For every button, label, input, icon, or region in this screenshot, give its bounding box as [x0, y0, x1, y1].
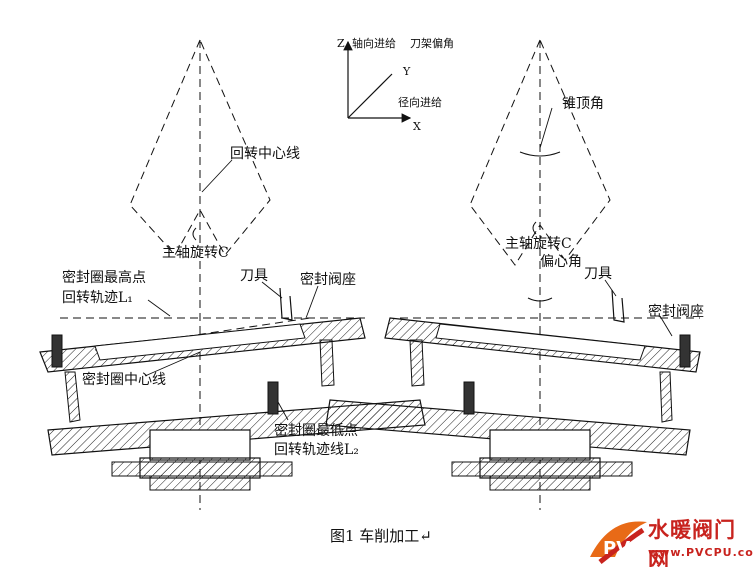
- watermark-logo-icon: PV: [590, 521, 647, 564]
- left-spindle-rotation-label: 主轴旋转C: [162, 245, 229, 261]
- cone-apex-angle-label: 锥顶角: [562, 96, 604, 112]
- lowest-point-label-2: 回转轨迹线L₂: [274, 442, 359, 458]
- figure-caption: 图1 车削加工↵: [330, 527, 432, 545]
- ring-centerline-label: 密封圈中心线: [82, 372, 166, 388]
- right-spindle-rotation-label: 主轴旋转C: [505, 236, 572, 252]
- y-axis-label: Y: [403, 65, 411, 78]
- left-view: [39, 39, 426, 510]
- eccentric-angle-label: 偏心角: [540, 254, 582, 270]
- right-tool-label: 刀具: [584, 266, 612, 282]
- left-seat-label: 密封阀座: [300, 272, 356, 288]
- rotation-centerline-label: 回转中心线: [230, 146, 300, 162]
- svg-text:PV: PV: [603, 538, 630, 559]
- highest-point-label-1: 密封圈最高点: [62, 270, 146, 286]
- right-seat-label: 密封阀座: [648, 304, 704, 320]
- lowest-point-label-1: 密封圈最低点: [274, 423, 358, 439]
- highest-point-label-2: 回转轨迹L₁: [62, 290, 133, 306]
- z-axis-desc: 轴向进给: [352, 37, 396, 50]
- x-axis-label: X: [413, 120, 421, 133]
- watermark-text: 水暖阀门网: [648, 518, 736, 567]
- right-view: [325, 39, 701, 510]
- x-axis-desc: 径向进给: [398, 96, 442, 109]
- z-axis-label: Z: [337, 37, 345, 50]
- coordinate-axes: [343, 40, 412, 123]
- left-tool-label: 刀具: [240, 268, 268, 284]
- y-axis-desc: 刀架偏角: [410, 37, 454, 50]
- watermark-url: www.PVCPU.com: [648, 546, 754, 559]
- leader-lines: [144, 107, 673, 421]
